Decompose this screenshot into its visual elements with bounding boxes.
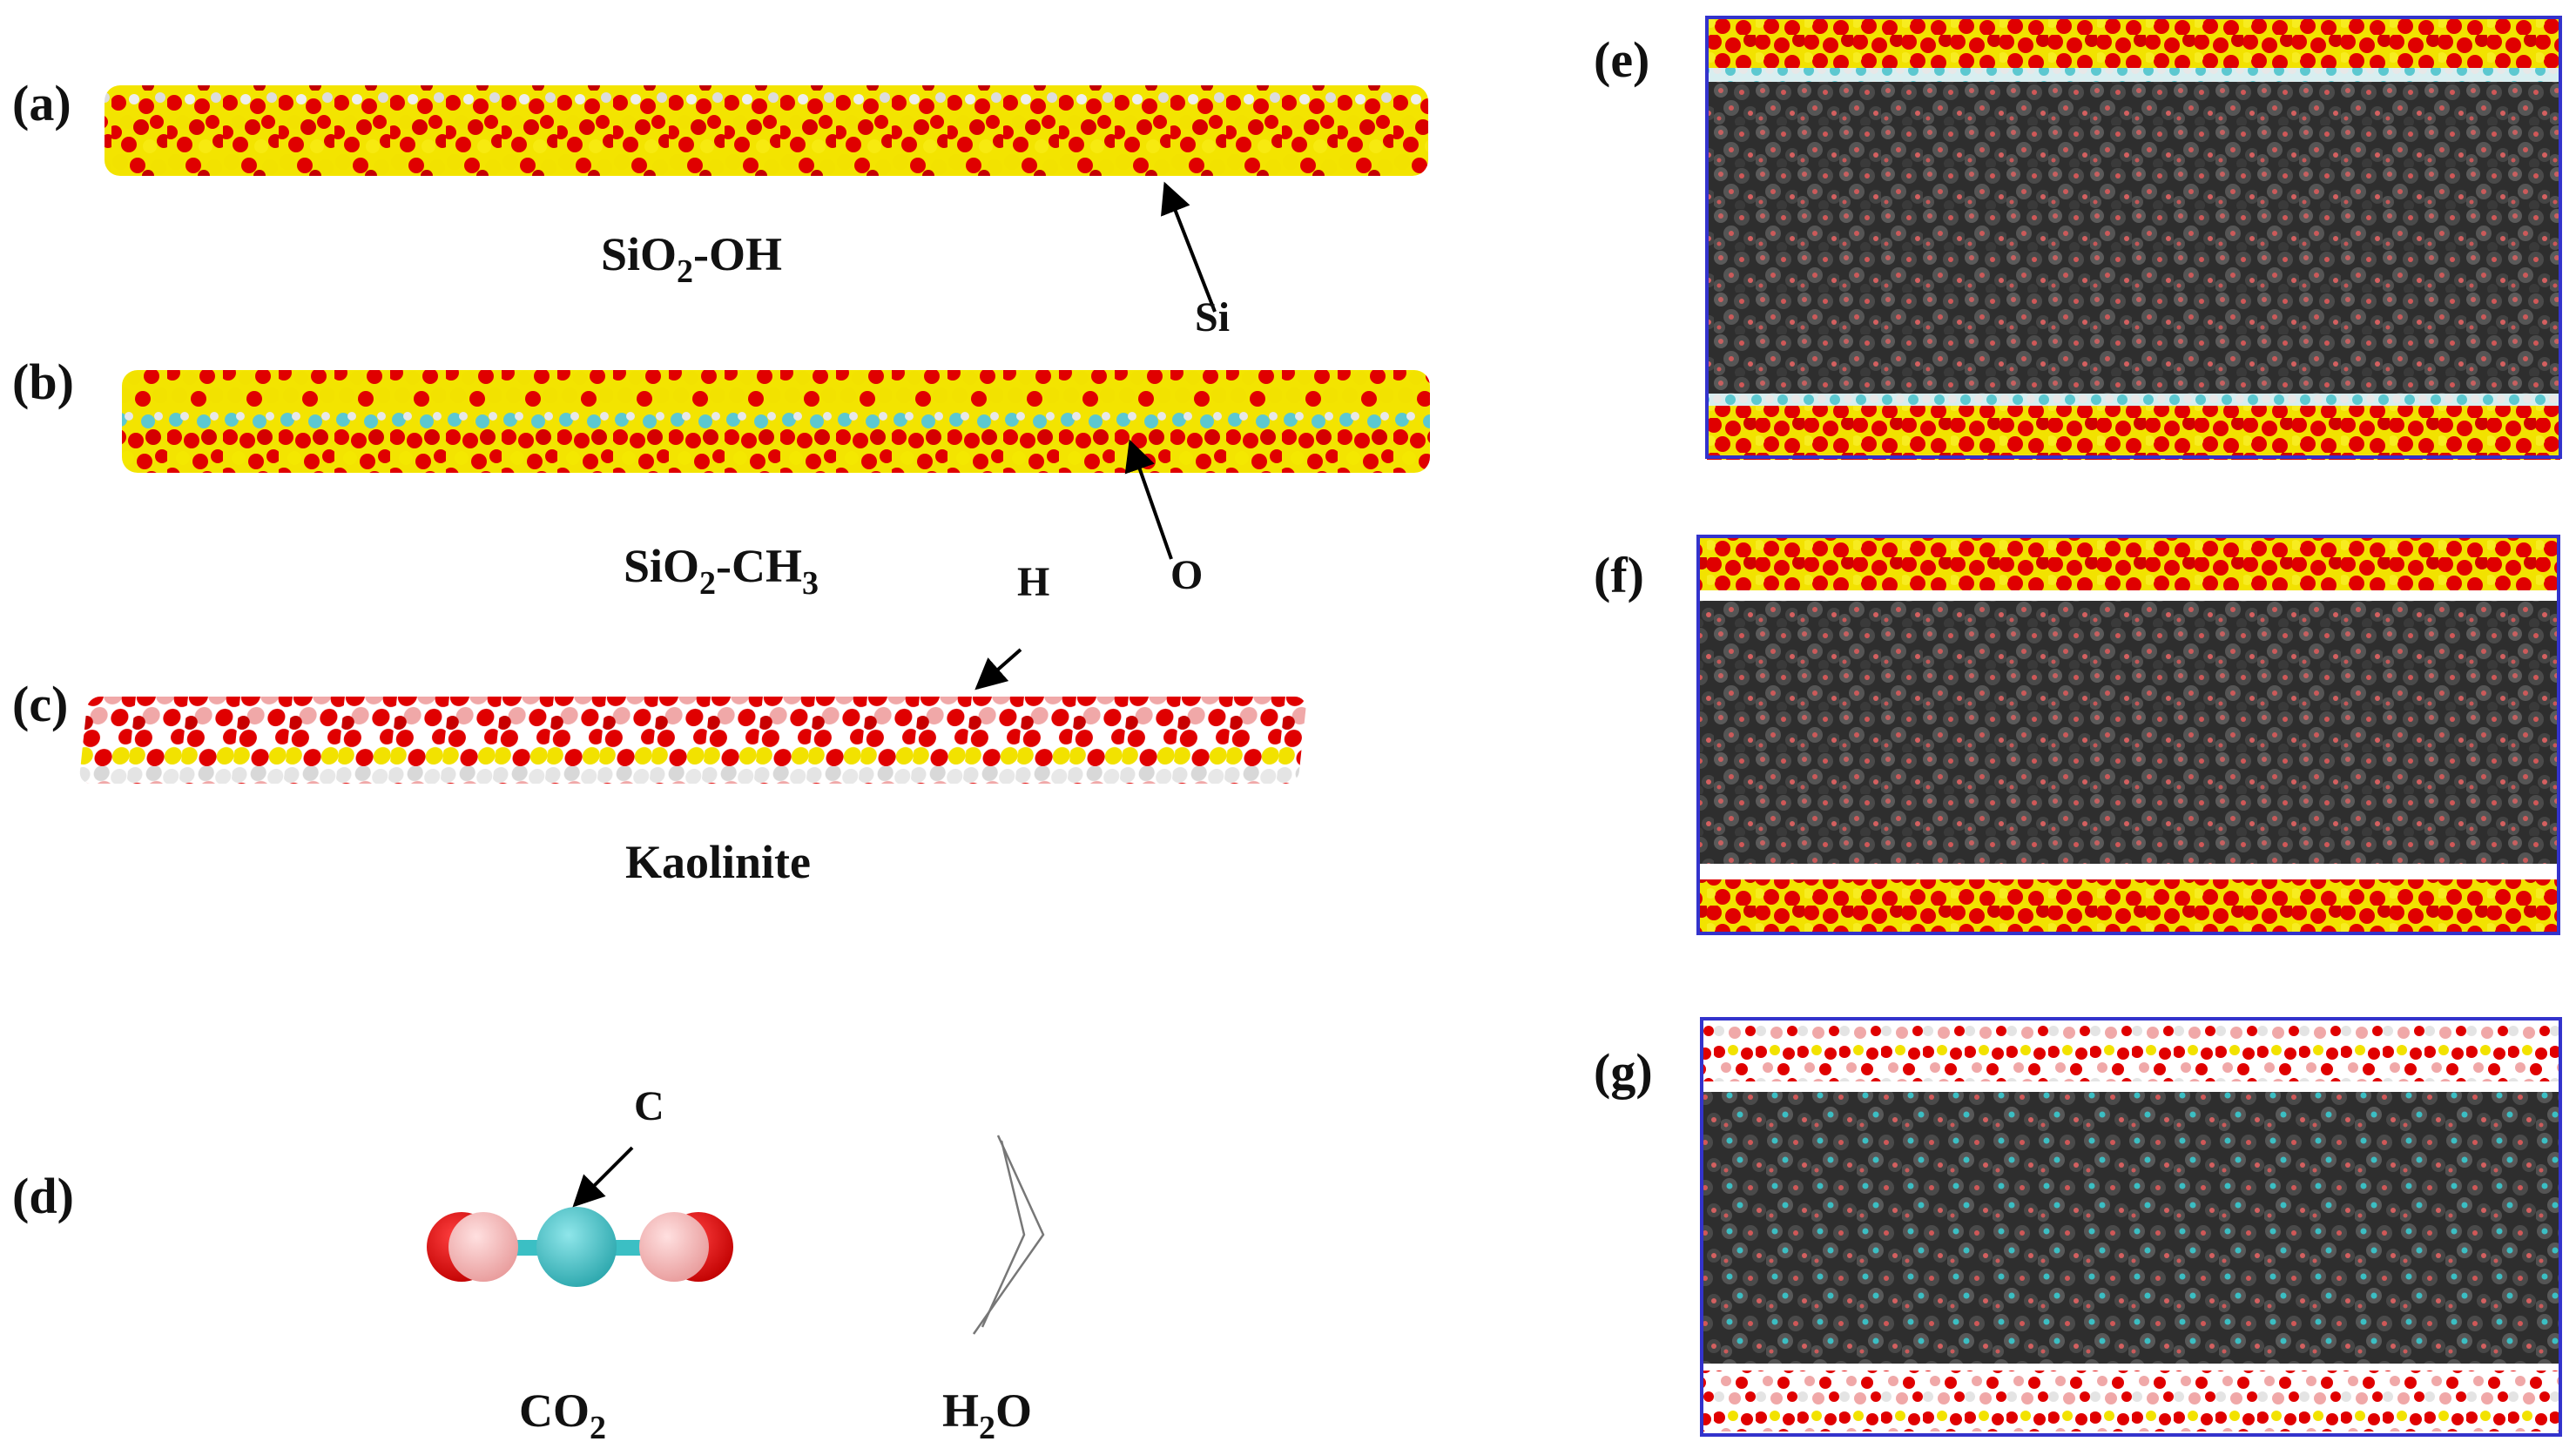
- panel-label-f: (f): [1594, 547, 1644, 603]
- panel-label-g: (g): [1594, 1043, 1653, 1100]
- simulation-box-e: [1705, 16, 2562, 460]
- label-kaolinite: Kaolinite: [625, 836, 811, 888]
- co2-oxygen-right: [639, 1212, 709, 1282]
- panel-label-c: (c): [12, 676, 68, 732]
- panel-label-b: (b): [12, 354, 74, 410]
- co2-oxygen-left: [448, 1212, 518, 1282]
- h2o-molecule: [972, 1135, 1045, 1335]
- slab-sio2-oh: [105, 85, 1428, 176]
- slab-sio2-ch3: [122, 370, 1430, 473]
- simulation-box-g: [1700, 1017, 2562, 1437]
- atom-label-c: C: [634, 1083, 664, 1129]
- label-sio2-oh: SiO2-OH: [601, 228, 782, 290]
- arrow-h: [974, 648, 1022, 690]
- arrow-o: [1124, 439, 1173, 560]
- arrow-si: [1161, 181, 1217, 313]
- co2-molecule: [427, 1207, 733, 1287]
- label-sio2-ch3: SiO2-CH3: [624, 540, 819, 602]
- panel-label-a: (a): [12, 75, 71, 131]
- co2-carbon: [536, 1207, 617, 1287]
- label-co2: CO2: [519, 1384, 606, 1446]
- panel-label-d: (d): [12, 1168, 74, 1224]
- atom-label-o: O: [1170, 552, 1203, 598]
- arrow-c: [572, 1146, 634, 1208]
- label-h2o: H2O: [942, 1384, 1032, 1446]
- panel-label-e: (e): [1594, 31, 1649, 88]
- atom-label-h: H: [1017, 559, 1049, 605]
- atom-label-si: Si: [1195, 294, 1230, 340]
- slab-kaolinite: [79, 697, 1306, 784]
- simulation-box-f: [1696, 535, 2560, 935]
